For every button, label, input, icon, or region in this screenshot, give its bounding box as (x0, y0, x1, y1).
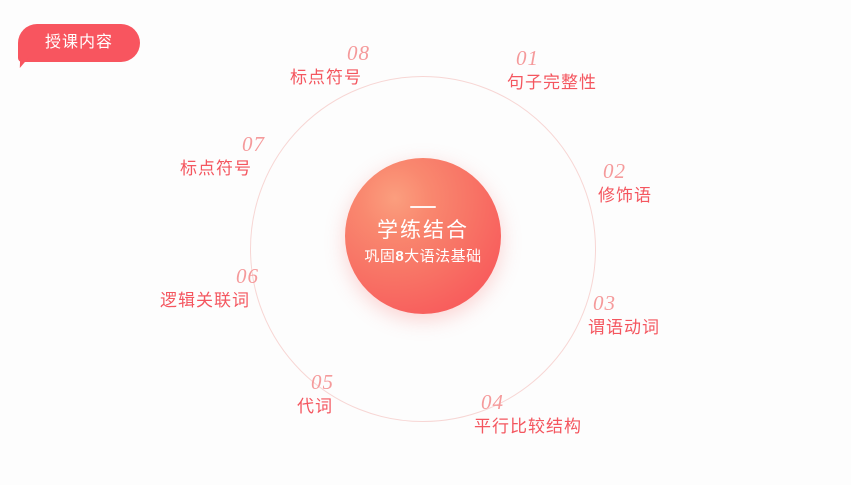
spoke-item-02[interactable]: 02 修饰语 (598, 161, 652, 206)
center-subtitle-prefix: 巩固 (364, 248, 396, 266)
spoke-item-04[interactable]: 04 平行比较结构 (474, 392, 582, 437)
section-badge-label: 授课内容 (44, 34, 113, 51)
section-badge-body: 授课内容 (18, 24, 140, 62)
spoke-item-03-label: 谓语动词 (588, 318, 660, 337)
section-badge: 授课内容 (18, 24, 140, 68)
center-subtitle-suffix: 大语法基础 (404, 248, 482, 266)
spoke-item-07-number: 07 (242, 132, 265, 156)
spoke-item-05[interactable]: 05 代词 (297, 372, 334, 417)
spoke-item-06[interactable]: 06 逻辑关联词 (160, 266, 259, 311)
spoke-item-08-number: 08 (347, 41, 370, 65)
spoke-item-01-label: 句子完整性 (507, 73, 597, 92)
spoke-item-02-number: 02 (603, 159, 626, 183)
spoke-item-05-number: 05 (311, 370, 334, 394)
spoke-item-03-number: 03 (593, 291, 616, 315)
spoke-item-04-label: 平行比较结构 (474, 417, 582, 436)
spoke-item-06-number: 06 (236, 264, 259, 288)
center-divider (410, 206, 436, 209)
spoke-item-06-label: 逻辑关联词 (160, 291, 250, 310)
spoke-item-01-number: 01 (516, 46, 539, 70)
spoke-item-07[interactable]: 07 标点符号 (180, 134, 265, 179)
spoke-item-01[interactable]: 01 句子完整性 (507, 48, 597, 93)
spoke-item-04-number: 04 (481, 390, 504, 414)
outer-ring (250, 76, 596, 422)
spoke-item-02-label: 修饰语 (598, 186, 652, 205)
center-circle: 学练结合 巩固8大语法基础 (345, 158, 501, 314)
center-subtitle: 巩固8大语法基础 (364, 249, 481, 266)
spoke-item-08[interactable]: 08 标点符号 (290, 43, 370, 88)
spoke-item-08-label: 标点符号 (290, 68, 362, 87)
spoke-item-07-label: 标点符号 (180, 159, 252, 178)
center-subtitle-number: 8 (395, 248, 405, 266)
section-badge-tail-icon (19, 57, 30, 68)
spoke-item-03[interactable]: 03 谓语动词 (588, 293, 660, 338)
spoke-item-05-label: 代词 (297, 397, 333, 416)
center-title: 学练结合 (377, 219, 469, 243)
